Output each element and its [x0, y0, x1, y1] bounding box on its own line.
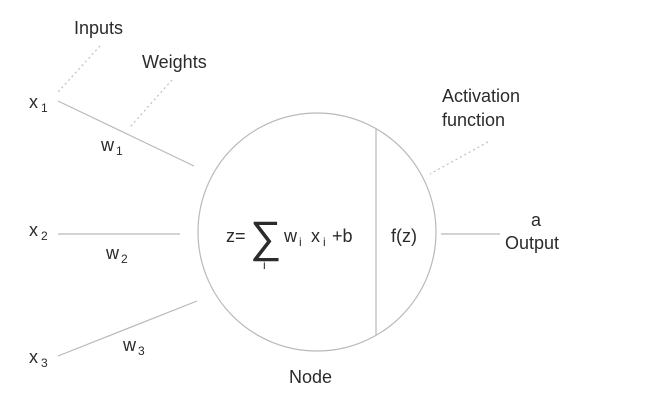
node-label: Node: [289, 367, 332, 387]
output-label: Output: [505, 233, 559, 253]
input-line-1: [57, 100, 195, 167]
activation-label-line2: function: [442, 110, 505, 130]
formula-lhs: z=: [226, 226, 246, 246]
input-line-3: [57, 300, 198, 357]
activation-leader: [429, 141, 489, 175]
formula-bias: +b: [332, 226, 353, 246]
activation-label: Activation: [442, 86, 520, 106]
inputs-leader: [57, 45, 101, 93]
sigma-index: i: [263, 258, 266, 272]
weights-leader: [129, 79, 173, 128]
node-circle: [197, 112, 437, 352]
inputs-label: Inputs: [74, 18, 123, 38]
weights-label: Weights: [142, 52, 207, 72]
output-symbol: a: [531, 210, 542, 230]
activation-expression: f(z): [391, 226, 417, 246]
sigma-symbol: ∑: [250, 213, 281, 262]
